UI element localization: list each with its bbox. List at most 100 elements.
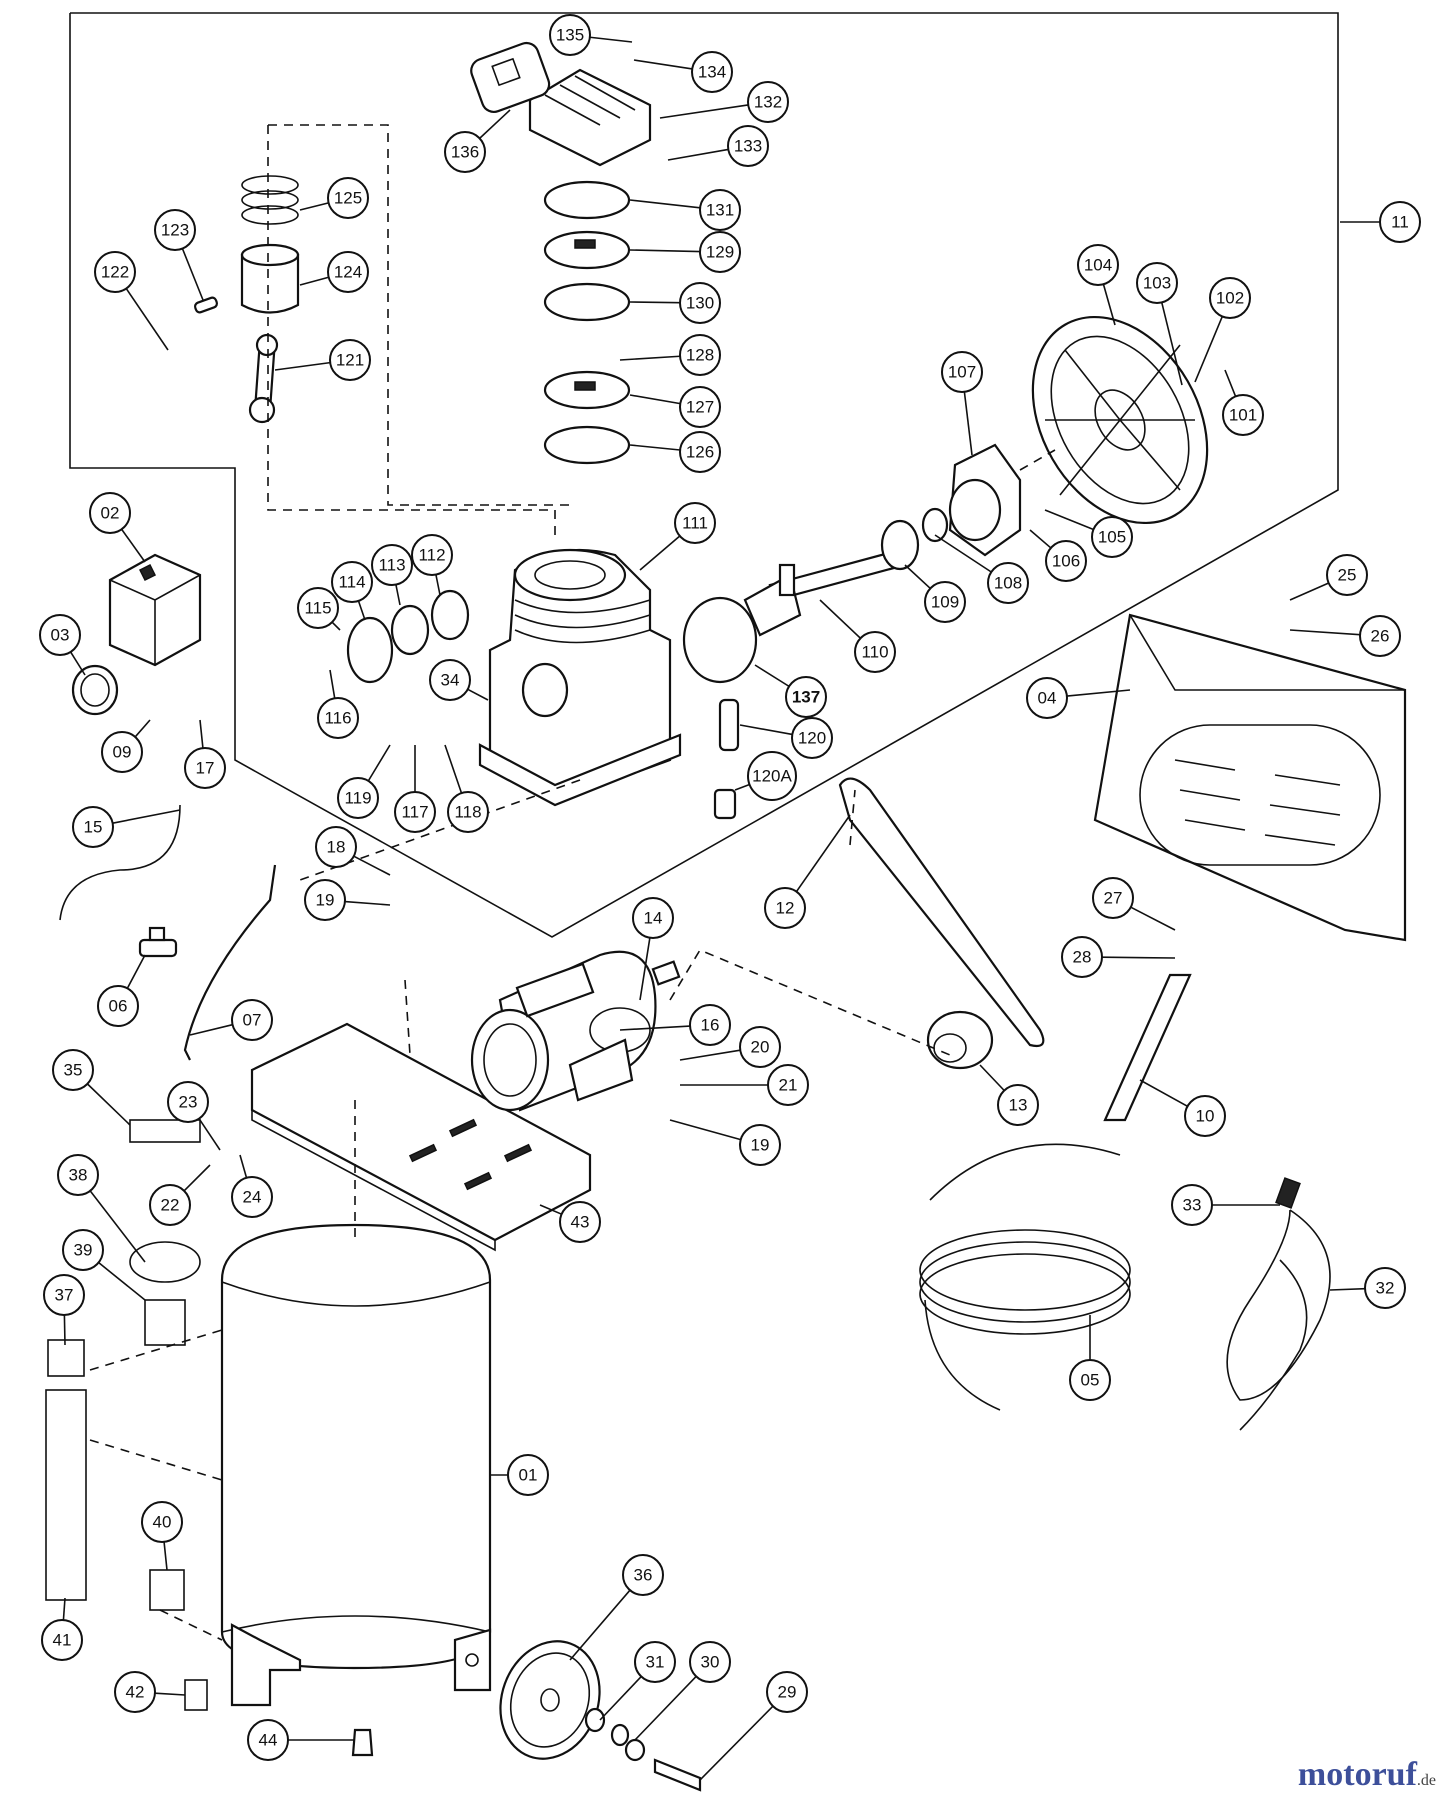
callout-number: 120A: [752, 767, 792, 786]
callout-101: 101: [1222, 394, 1264, 436]
air-filter: [470, 41, 551, 114]
callout-number: 13: [1009, 1096, 1028, 1115]
leader-103: [1160, 302, 1183, 386]
watermark-logo: motoruf.de: [1298, 1756, 1436, 1794]
callout-104: 104: [1077, 244, 1119, 286]
valve-plate-stack: [543, 180, 631, 465]
callout-circle: [1069, 1359, 1111, 1401]
callout-circle: [727, 125, 769, 167]
callout-circle: [371, 544, 413, 586]
callout-24: 24: [231, 1176, 273, 1218]
callout-124: 124: [327, 251, 369, 293]
callout-number: 34: [441, 671, 460, 690]
callout-circle: [632, 897, 674, 939]
callout-22: 22: [149, 1184, 191, 1226]
callout-circle: [679, 431, 721, 473]
leader-112: [435, 574, 441, 596]
leader-35: [86, 1083, 131, 1126]
callout-circle: [317, 697, 359, 739]
rear-gasket: [390, 604, 430, 656]
callout-33: 33: [1171, 1184, 1213, 1226]
callout-number: 116: [324, 709, 351, 728]
callout-35: 35: [52, 1049, 94, 1091]
callout-circle: [699, 231, 741, 273]
callout-13: 13: [997, 1084, 1039, 1126]
callout-05: 05: [1069, 1359, 1111, 1401]
callout-number: 107: [948, 363, 976, 382]
callout-number: 113: [378, 556, 405, 575]
cylinder-head: [528, 68, 652, 167]
callout-number: 18: [327, 838, 346, 857]
side-gasket-137: [682, 596, 758, 684]
axle-washer: [610, 1723, 630, 1747]
callout-number: 17: [196, 759, 215, 778]
leader-12: [795, 814, 851, 893]
callout-circle: [997, 1084, 1039, 1126]
leader-130: [629, 301, 681, 304]
callout-circle: [89, 492, 131, 534]
callout-number: 108: [994, 574, 1022, 593]
callout-number: 20: [751, 1038, 770, 1057]
callout-number: 127: [686, 398, 714, 417]
leader-108: [934, 534, 992, 573]
leader-27: [1130, 906, 1176, 931]
callout-number: 111: [682, 514, 708, 533]
leader-29: [699, 1705, 774, 1781]
callout-circle: [1026, 677, 1068, 719]
callout-117: 117: [394, 791, 436, 833]
callout-circle: [1184, 1095, 1226, 1137]
callout-122: 122: [94, 251, 136, 293]
callout-circle: [941, 351, 983, 393]
callout-circle: [114, 1671, 156, 1713]
callout-number: 134: [698, 63, 726, 82]
callout-number: 05: [1081, 1371, 1100, 1390]
callout-11: 11: [1379, 201, 1421, 243]
callout-circle: [444, 131, 486, 173]
callout-number: 09: [113, 743, 132, 762]
callout-number: 135: [556, 26, 584, 45]
callout-127: 127: [679, 386, 721, 428]
leader-131: [629, 199, 701, 209]
leader-37: [63, 1314, 66, 1346]
drain-cock: [351, 1728, 374, 1757]
label-37: [47, 1339, 85, 1377]
callout-circle: [149, 1184, 191, 1226]
callout-40: 40: [141, 1501, 183, 1543]
callout-circle: [924, 581, 966, 623]
callout-number: 43: [571, 1213, 590, 1232]
leader-129: [629, 249, 701, 253]
callout-21: 21: [767, 1064, 809, 1106]
callout-number: 104: [1084, 256, 1112, 275]
callout-125: 125: [327, 177, 369, 219]
callout-number: 109: [931, 593, 959, 612]
leader-39: [98, 1261, 146, 1301]
callout-118: 118: [447, 791, 489, 833]
callout-circle: [337, 777, 379, 819]
label-35: [129, 1119, 201, 1143]
leader-19: [344, 900, 391, 906]
callout-129: 129: [699, 231, 741, 273]
callout-circle: [327, 251, 369, 293]
callout-circle: [1222, 394, 1264, 436]
callout-128: 128: [679, 334, 721, 376]
watermark-brand: motoruf: [1297, 1756, 1417, 1793]
leader-107: [963, 391, 973, 456]
leader-123: [181, 248, 204, 301]
callout-133: 133: [727, 125, 769, 167]
callout-circle: [691, 51, 733, 93]
callout-number: 102: [1216, 289, 1244, 308]
callout-number: 120: [798, 729, 826, 748]
callout-111: 111: [674, 502, 716, 544]
callout-123: 123: [154, 209, 196, 251]
callout-106: 106: [1045, 540, 1087, 582]
callout-number: 29: [778, 1683, 797, 1702]
callout-103: 103: [1136, 262, 1178, 304]
callout-number: 42: [126, 1683, 145, 1702]
discharge-tube: [183, 864, 277, 1061]
callout-number: 137: [792, 688, 820, 707]
leader-30: [634, 1675, 697, 1741]
callout-126: 126: [679, 431, 721, 473]
callout-43: 43: [559, 1201, 601, 1243]
callout-135: 135: [549, 14, 591, 56]
callout-circle: [1092, 877, 1134, 919]
